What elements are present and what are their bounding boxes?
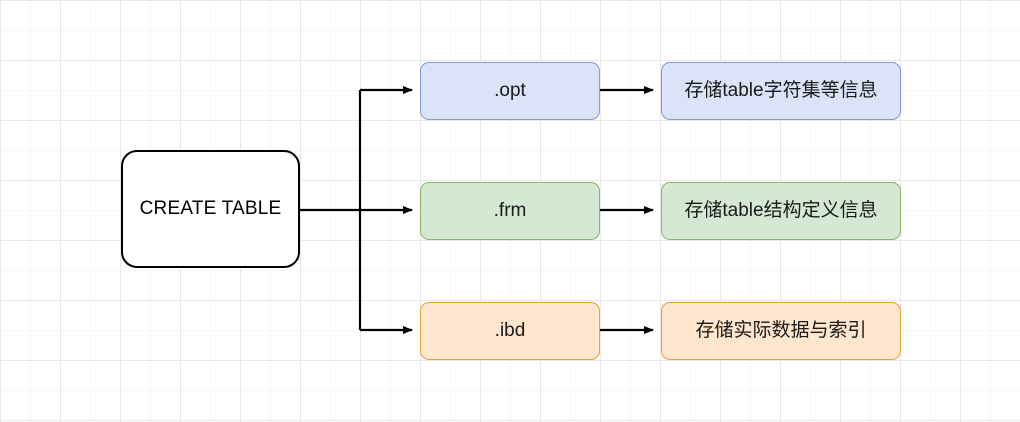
node-desc-opt[interactable]: 存储table字符集等信息 [661, 62, 901, 120]
node-file-ibd[interactable]: .ibd [420, 302, 600, 360]
node-file-frm[interactable]: .frm [420, 182, 600, 240]
node-create-table-label: CREATE TABLE [139, 197, 282, 219]
node-desc-ibd-label: 存储实际数据与索引 [695, 319, 867, 341]
node-file-frm-label: .frm [493, 199, 527, 221]
node-file-ibd-label: .ibd [494, 319, 526, 341]
node-desc-opt-label: 存储table字符集等信息 [684, 79, 878, 101]
node-create-table[interactable]: CREATE TABLE [121, 150, 300, 268]
node-desc-frm-label: 存储table结构定义信息 [684, 199, 878, 221]
node-file-opt-label: .opt [494, 79, 526, 101]
node-desc-ibd[interactable]: 存储实际数据与索引 [661, 302, 901, 360]
node-file-opt[interactable]: .opt [420, 62, 600, 120]
node-desc-frm[interactable]: 存储table结构定义信息 [661, 182, 901, 240]
